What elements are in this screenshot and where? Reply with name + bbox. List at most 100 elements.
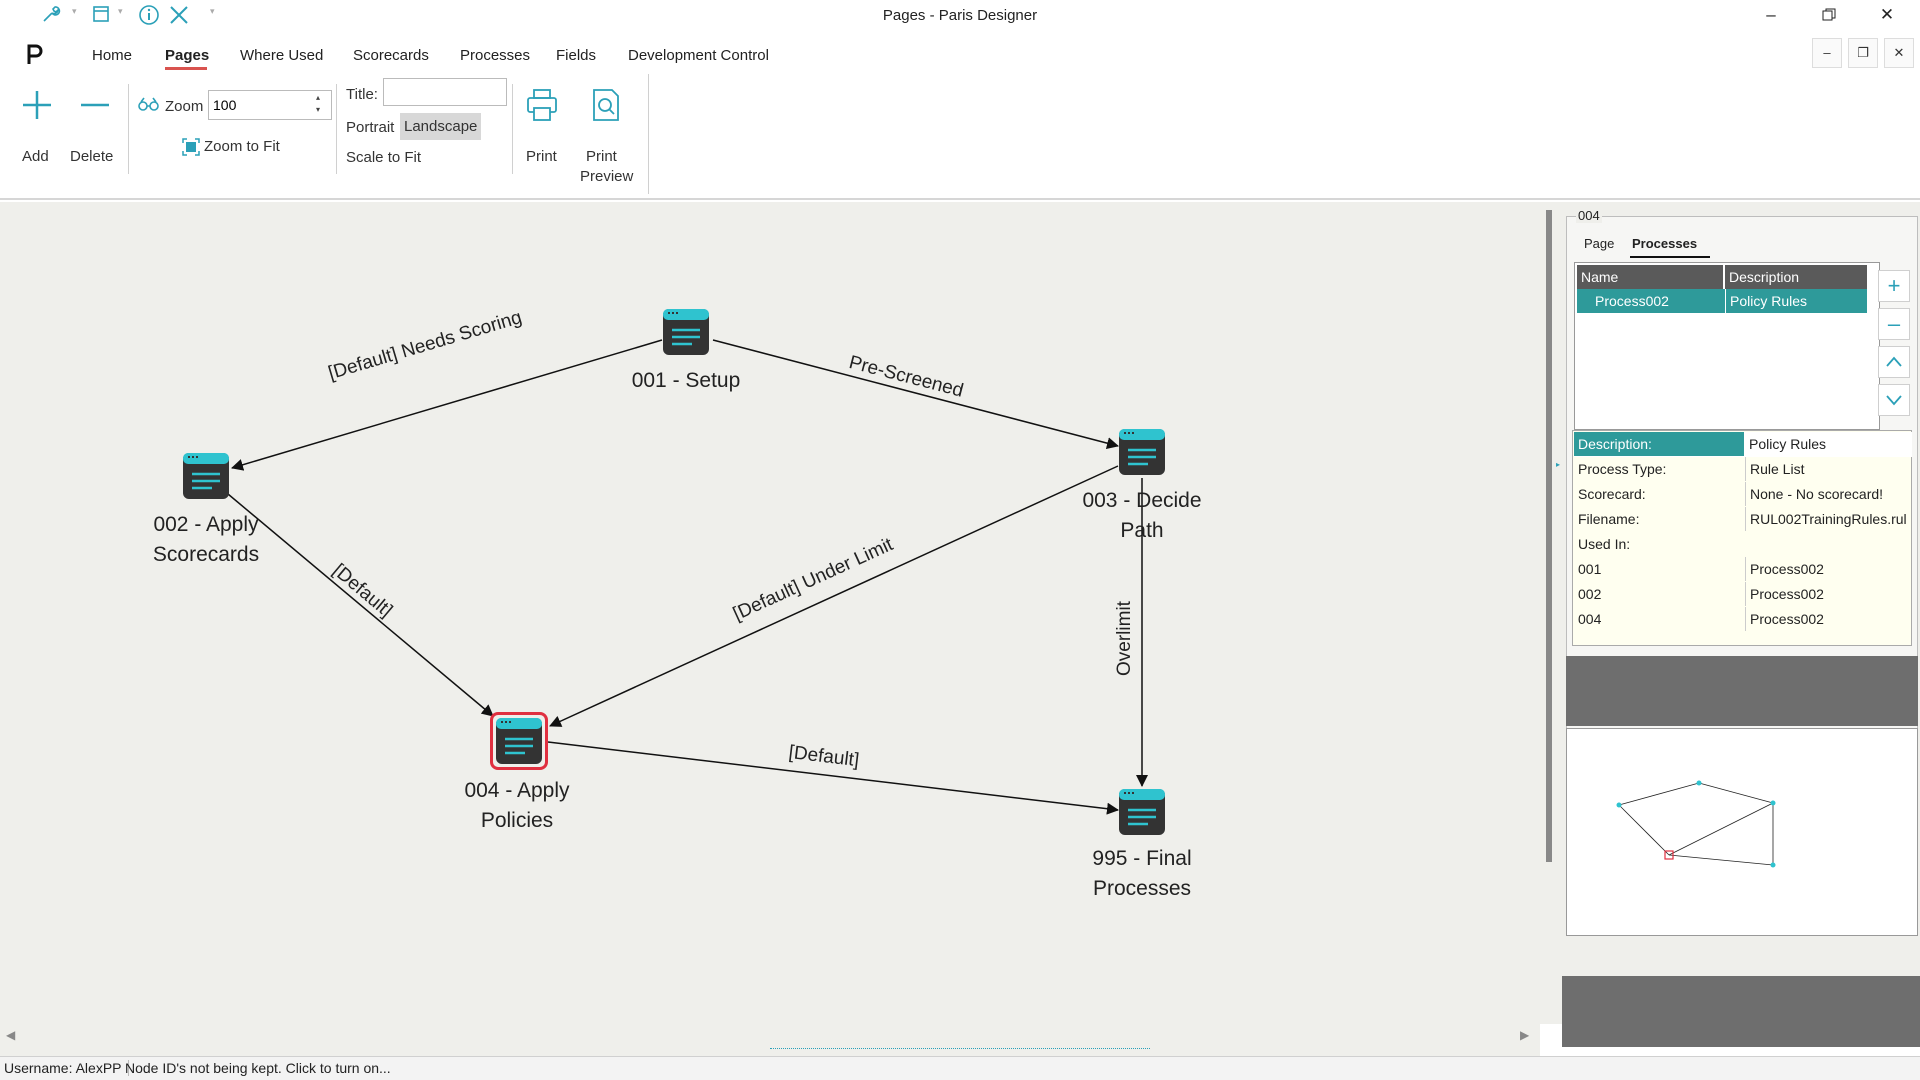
process-node-icon — [663, 309, 709, 355]
menu-fields[interactable]: Fields — [556, 47, 597, 64]
column-header-name[interactable]: Name — [1577, 265, 1723, 289]
scroll-thumb[interactable] — [770, 1048, 1150, 1052]
delete-button[interactable]: Delete — [70, 88, 122, 178]
chevron-down-icon[interactable]: ▾ — [210, 6, 215, 16]
print-button[interactable]: Print — [522, 88, 562, 178]
menu-development-control[interactable]: Development Control — [628, 47, 769, 64]
print-preview-button[interactable]: Print Preview — [580, 88, 636, 194]
menu-processes[interactable]: Processes — [460, 47, 531, 64]
zoom-stepper[interactable] — [208, 90, 332, 120]
diagram-canvas[interactable]: [Default] Needs Scoring Pre-Screened [De… — [0, 202, 1536, 1024]
property-row[interactable]: 001 Process002 — [1574, 557, 1912, 582]
tab-page[interactable]: Page — [1584, 236, 1615, 251]
scroll-left-icon[interactable]: ◀ — [6, 1028, 16, 1042]
property-key: Description: — [1574, 432, 1744, 456]
scale-to-fit-button[interactable]: Scale to Fit — [346, 149, 422, 166]
process-node[interactable] — [1118, 428, 1166, 476]
menu-where-used[interactable]: Where Used — [240, 47, 324, 64]
zoom-to-fit-button[interactable]: Zoom to Fit — [180, 136, 312, 162]
node-label: Processes — [1092, 877, 1192, 900]
window-icon[interactable] — [90, 4, 112, 26]
cell-description: Policy Rules — [1725, 289, 1867, 313]
close-icon[interactable] — [168, 4, 190, 26]
vertical-scrollbar[interactable] — [1536, 202, 1562, 1024]
property-grid[interactable]: Description: Policy Rules Process Type: … — [1572, 430, 1912, 646]
restore-button[interactable] — [1800, 0, 1858, 30]
property-key: Filename: — [1578, 511, 1640, 527]
property-key: Process Type: — [1578, 461, 1667, 477]
edge-label: Overlimit — [1114, 601, 1135, 676]
wrench-icon[interactable] — [40, 4, 62, 26]
property-value: Process002 — [1745, 582, 1911, 606]
scroll-right-icon[interactable]: ▶ — [1520, 1028, 1530, 1042]
mdi-restore-button[interactable]: ❐ — [1848, 38, 1878, 68]
menu-pages[interactable]: Pages — [165, 47, 210, 64]
stepper-arrows-icon[interactable]: ▴▾ — [316, 93, 321, 114]
node-label: 995 - Final — [1092, 847, 1192, 870]
portrait-button[interactable]: Portrait — [346, 119, 395, 136]
edge-003-004[interactable] — [549, 465, 1119, 727]
remove-process-button[interactable]: – — [1878, 308, 1910, 340]
edge-002-004[interactable] — [227, 493, 494, 717]
minimize-button[interactable]: – — [1766, 5, 1776, 24]
horizontal-scrollbar[interactable]: ◀ ▶ — [0, 1024, 1540, 1056]
add-button[interactable]: Add — [18, 88, 56, 178]
process-node[interactable] — [182, 452, 230, 500]
tab-processes[interactable]: Processes — [1632, 236, 1698, 251]
move-up-button[interactable] — [1878, 346, 1910, 378]
property-value: RUL002TrainingRules.rul — [1745, 507, 1911, 531]
process-node[interactable] — [662, 308, 710, 356]
mdi-close-button[interactable]: ✕ — [1884, 38, 1914, 68]
property-row[interactable]: Scorecard: None - No scorecard! — [1574, 482, 1912, 507]
process-node-icon — [1119, 429, 1165, 475]
node-label: Scorecards — [152, 543, 260, 566]
status-username: Username: AlexPP — [4, 1060, 129, 1076]
print-preview-icon — [593, 89, 619, 121]
processes-grid[interactable]: Name Description Process002 Policy Rules — [1574, 262, 1880, 430]
property-row[interactable]: 004 Process002 — [1574, 607, 1912, 632]
add-process-button[interactable]: + — [1878, 270, 1910, 302]
status-message[interactable]: Node ID's not being kept. Click to turn … — [125, 1060, 391, 1076]
properties-panel: 004 Page Processes Name Description Proc… — [1562, 202, 1920, 1047]
panel-footer — [1562, 976, 1920, 1047]
chevron-down-icon[interactable]: ▾ — [118, 6, 123, 16]
status-bar: Username: AlexPP Node ID's not being kep… — [0, 1056, 1920, 1080]
splitter-handle[interactable]: ▸ — [1556, 460, 1561, 469]
process-node-icon — [1119, 789, 1165, 835]
menu-scorecards[interactable]: Scorecards — [353, 47, 429, 64]
app-logo-icon — [26, 42, 44, 68]
chevron-down-icon — [1886, 395, 1902, 406]
property-value: Policy Rules — [1745, 432, 1911, 456]
property-row[interactable]: Filename: RUL002TrainingRules.rul — [1574, 507, 1912, 532]
move-down-button[interactable] — [1878, 384, 1910, 416]
edge-001-002[interactable] — [231, 339, 663, 471]
property-row[interactable]: Used In: — [1574, 532, 1912, 557]
title-bar: ▾ ▾ ▾ Pages - Paris Designer – ✕ — [0, 0, 1920, 30]
process-node[interactable] — [1118, 788, 1166, 836]
ribbon-separator — [512, 84, 513, 174]
table-row[interactable]: Process002 Policy Rules — [1577, 289, 1867, 313]
chevron-down-icon[interactable]: ▾ — [72, 6, 77, 16]
plus-icon — [23, 91, 51, 119]
process-node-icon — [496, 718, 542, 764]
edge-004-995[interactable] — [547, 741, 1119, 815]
title-input[interactable] — [383, 78, 507, 106]
property-value: None - No scorecard! — [1745, 482, 1911, 506]
diagram-overview[interactable] — [1566, 728, 1918, 936]
ribbon-separator — [648, 74, 649, 194]
property-row[interactable]: 002 Process002 — [1574, 582, 1912, 607]
binoculars-icon — [138, 96, 162, 116]
process-node-icon — [183, 453, 229, 499]
menu-home[interactable]: Home — [92, 47, 133, 64]
property-row[interactable]: Description: Policy Rules — [1574, 432, 1912, 457]
column-header-description[interactable]: Description — [1725, 265, 1867, 289]
property-value: Rule List — [1745, 457, 1911, 481]
scroll-thumb[interactable] — [1546, 210, 1552, 862]
close-window-button[interactable]: ✕ — [1879, 5, 1895, 24]
process-node-selected[interactable] — [490, 712, 548, 770]
landscape-button[interactable]: Landscape — [400, 113, 482, 140]
info-icon[interactable] — [138, 4, 160, 26]
property-row[interactable]: Process Type: Rule List — [1574, 457, 1912, 482]
mdi-minimize-button[interactable]: – — [1812, 38, 1842, 68]
edge-001-003[interactable] — [712, 339, 1119, 450]
